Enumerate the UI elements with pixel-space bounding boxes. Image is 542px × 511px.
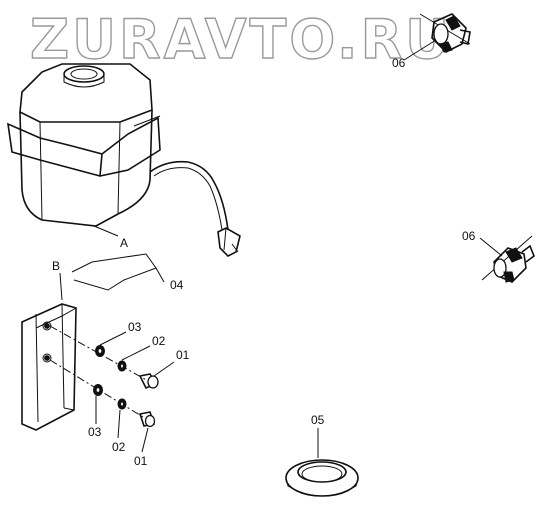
axis-line-upper [49,325,151,383]
watermark-text: ZURAVTO.RU [30,8,452,71]
part-label-06-top: 06 [392,56,406,70]
part-label-03-upper: 03 [128,320,142,334]
ref-label-a: A [120,236,128,250]
ref-label-b: B [52,259,60,273]
part-label-03-lower: 03 [88,425,102,439]
part-label-05: 05 [311,413,325,427]
part-label-06-right: 06 [462,229,476,243]
hardware-lower [93,384,156,428]
bracket-04-outline [71,253,165,291]
grommet-05 [285,459,359,497]
part-label-02-upper: 02 [152,334,166,348]
leader-b [59,272,63,301]
leader-a [93,225,119,237]
washer-pump-top [419,13,471,53]
bracket-hole-upper [44,323,50,329]
part-label-04: 04 [170,278,184,292]
axis-line-lower [49,359,149,421]
part-label-01-lower: 01 [134,454,148,468]
part-label-02-lower: 02 [112,440,126,454]
part-label-01-upper: 01 [176,348,190,362]
washer-reservoir-tank [7,63,241,257]
washer-pump-right [481,235,535,283]
hardware-upper [95,345,159,390]
mounting-bracket [21,303,77,431]
bracket-hole-lower [44,355,50,361]
